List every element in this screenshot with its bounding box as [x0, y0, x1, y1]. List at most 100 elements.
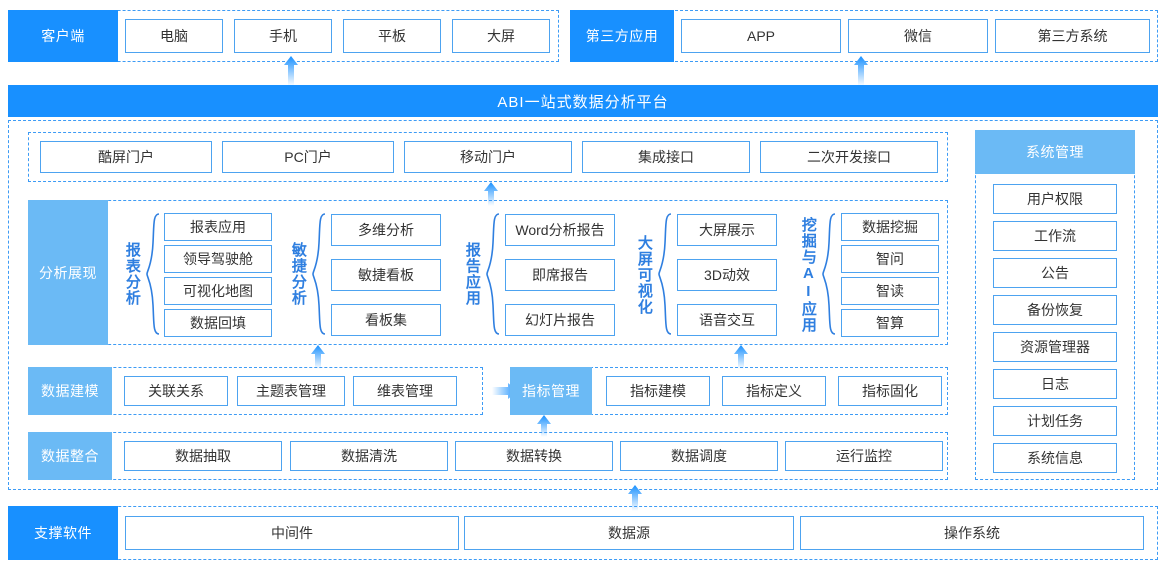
analysis-item-leader-cockpit-label: 领导驾驶舱: [183, 251, 253, 267]
analysis-item-agile-board-label: 敏捷看板: [358, 267, 414, 283]
integration-row-label: 数据整合: [28, 432, 112, 480]
analysis-group-ai-label-text: 挖掘与AI应用: [799, 217, 817, 333]
system-item-resource-manager-label: 资源管理器: [1020, 339, 1090, 355]
platform-title-bar: ABI一站式数据分析平台: [8, 85, 1158, 117]
modeling-item-subject-table[interactable]: 主题表管理: [237, 376, 345, 406]
modeling-item-relation-label: 关联关系: [148, 383, 204, 399]
brace-report: [146, 213, 160, 335]
analysis-item-slide-report-label: 幻灯片报告: [525, 312, 595, 328]
integration-item-extract[interactable]: 数据抽取: [124, 441, 282, 471]
client-item-tablet-label: 平板: [378, 28, 406, 44]
system-item-announcement-label: 公告: [1041, 265, 1069, 281]
arrow-up-analysis-left: [311, 345, 325, 369]
analysis-item-data-backfill[interactable]: 数据回填: [164, 309, 272, 337]
support-item-datasource[interactable]: 数据源: [464, 516, 794, 550]
arrow-up-client: [284, 56, 298, 86]
analysis-item-smart-ask[interactable]: 智问: [841, 245, 939, 273]
portal-item-cool-screen[interactable]: 酷屏门户: [40, 141, 212, 173]
analysis-item-agile-board[interactable]: 敏捷看板: [331, 259, 441, 291]
system-item-system-info-label: 系统信息: [1027, 450, 1083, 466]
arrow-up-metric: [537, 415, 551, 437]
analysis-item-data-mining[interactable]: 数据挖掘: [841, 213, 939, 241]
integration-item-extract-label: 数据抽取: [175, 448, 231, 464]
integration-item-clean[interactable]: 数据清洗: [290, 441, 448, 471]
analysis-item-bigscreen-display[interactable]: 大屏展示: [677, 214, 777, 246]
third-party-item-system[interactable]: 第三方系统: [995, 19, 1150, 53]
metric-item-definition[interactable]: 指标定义: [722, 376, 826, 406]
arrow-up-third-party: [854, 56, 868, 86]
analysis-item-visual-map[interactable]: 可视化地图: [164, 277, 272, 305]
support-item-middleware[interactable]: 中间件: [125, 516, 459, 550]
portal-item-pc[interactable]: PC门户: [222, 141, 394, 173]
metric-item-modeling-label: 指标建模: [630, 383, 686, 399]
support-row-label: 支撑软件: [8, 506, 118, 560]
analysis-item-leader-cockpit[interactable]: 领导驾驶舱: [164, 245, 272, 273]
integration-row-label-text: 数据整合: [41, 448, 99, 464]
analysis-item-board-set[interactable]: 看板集: [331, 304, 441, 336]
analysis-item-word-report-label: Word分析报告: [515, 222, 605, 238]
analysis-item-smart-read[interactable]: 智读: [841, 277, 939, 305]
portal-item-integration-api-label: 集成接口: [638, 149, 694, 165]
analysis-item-smart-calc-label: 智算: [876, 315, 904, 331]
analysis-item-3d-effect[interactable]: 3D动效: [677, 259, 777, 291]
analysis-item-3d-effect-label: 3D动效: [704, 267, 750, 283]
integration-item-schedule[interactable]: 数据调度: [620, 441, 778, 471]
integration-item-transform-label: 数据转换: [506, 448, 562, 464]
integration-item-monitor[interactable]: 运行监控: [785, 441, 943, 471]
analysis-item-multidim[interactable]: 多维分析: [331, 214, 441, 246]
platform-body-container: [8, 120, 1158, 490]
client-row-label-text: 客户端: [41, 28, 85, 44]
analysis-item-data-backfill-label: 数据回填: [190, 315, 246, 331]
client-item-phone-label: 手机: [269, 28, 297, 44]
client-item-pc-label: 电脑: [160, 28, 188, 44]
analysis-item-report-app[interactable]: 报表应用: [164, 213, 272, 241]
brace-agile: [312, 213, 326, 335]
analysis-item-smart-read-label: 智读: [876, 283, 904, 299]
client-item-bigscreen-label: 大屏: [487, 28, 515, 44]
system-item-announcement[interactable]: 公告: [993, 258, 1117, 288]
integration-item-transform[interactable]: 数据转换: [455, 441, 613, 471]
metric-item-modeling[interactable]: 指标建模: [606, 376, 710, 406]
analysis-item-bigscreen-display-label: 大屏展示: [699, 222, 755, 238]
analysis-item-slide-report[interactable]: 幻灯片报告: [505, 304, 615, 336]
analysis-item-smart-calc[interactable]: 智算: [841, 309, 939, 337]
portal-item-mobile[interactable]: 移动门户: [404, 141, 572, 173]
analysis-item-word-report[interactable]: Word分析报告: [505, 214, 615, 246]
third-party-item-app[interactable]: APP: [681, 19, 841, 53]
system-panel-header: 系统管理: [975, 130, 1135, 174]
support-item-os[interactable]: 操作系统: [800, 516, 1144, 550]
third-party-item-wechat[interactable]: 微信: [848, 19, 988, 53]
client-item-pc[interactable]: 电脑: [125, 19, 223, 53]
portal-item-mobile-label: 移动门户: [460, 149, 516, 165]
modeling-item-relation[interactable]: 关联关系: [124, 376, 228, 406]
analysis-item-adhoc-report[interactable]: 即席报告: [505, 259, 615, 291]
arrow-up-portal: [484, 182, 498, 206]
support-item-os-label: 操作系统: [944, 525, 1000, 541]
system-item-backup-restore[interactable]: 备份恢复: [993, 295, 1117, 325]
client-item-tablet[interactable]: 平板: [343, 19, 441, 53]
analysis-group-agile-label-text: 敏捷分析: [289, 242, 307, 306]
metric-item-solidify-label: 指标固化: [862, 383, 918, 399]
analysis-group-bigscreen-label-text: 大屏可视化: [635, 234, 653, 315]
system-item-scheduled-task[interactable]: 计划任务: [993, 406, 1117, 436]
analysis-item-visual-map-label: 可视化地图: [183, 283, 253, 299]
modeling-item-dim-table[interactable]: 维表管理: [353, 376, 457, 406]
system-item-resource-manager[interactable]: 资源管理器: [993, 332, 1117, 362]
portal-row-container: [28, 132, 948, 182]
client-item-phone[interactable]: 手机: [234, 19, 332, 53]
metric-item-solidify[interactable]: 指标固化: [838, 376, 942, 406]
system-item-log[interactable]: 日志: [993, 369, 1117, 399]
client-item-bigscreen[interactable]: 大屏: [452, 19, 550, 53]
system-item-user-permission[interactable]: 用户权限: [993, 184, 1117, 214]
system-item-workflow[interactable]: 工作流: [993, 221, 1117, 251]
portal-item-integration-api[interactable]: 集成接口: [582, 141, 750, 173]
analysis-item-voice-interaction[interactable]: 语音交互: [677, 304, 777, 336]
portal-item-dev-api[interactable]: 二次开发接口: [760, 141, 938, 173]
brace-report-app: [486, 213, 500, 335]
system-item-system-info[interactable]: 系统信息: [993, 443, 1117, 473]
analysis-group-agile-label: 敏捷分析: [288, 222, 308, 326]
analysis-group-report-app-label: 报告应用: [462, 228, 482, 320]
analysis-row-label-text: 分析展现: [39, 264, 97, 281]
analysis-item-board-set-label: 看板集: [365, 312, 407, 328]
